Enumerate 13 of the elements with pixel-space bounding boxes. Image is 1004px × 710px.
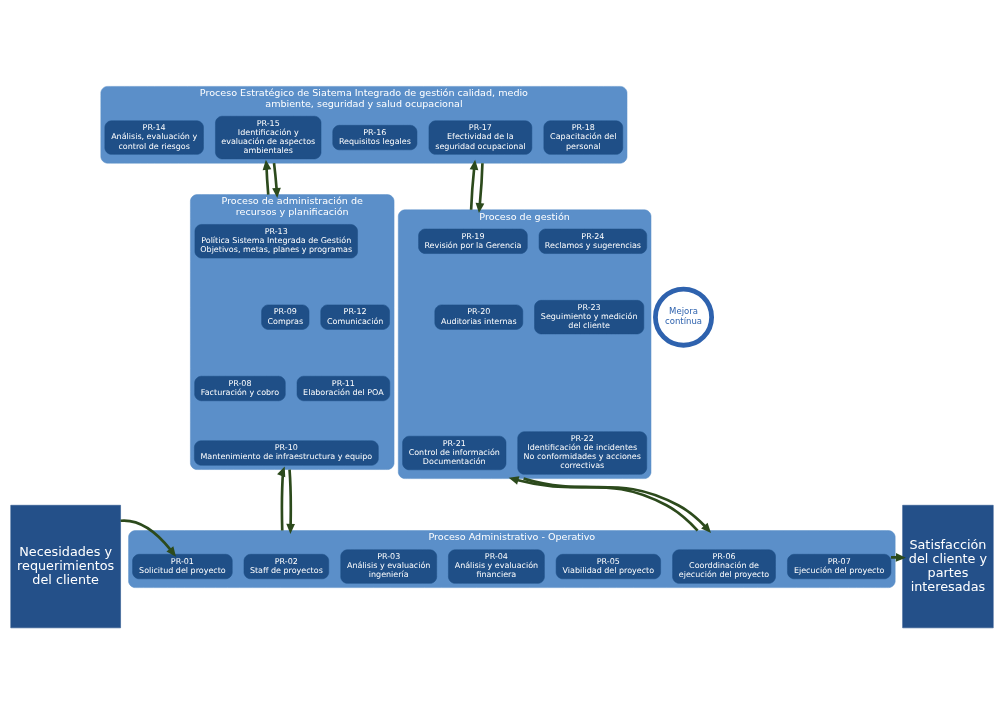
node-box: Necesidades y requerimientos del cliente	[10, 505, 121, 629]
node-box: Satisfacción del cliente y partes interesadas	[902, 505, 994, 629]
arrow	[891, 553, 906, 562]
arrow	[469, 159, 479, 210]
arrow	[120, 519, 176, 557]
arrow	[262, 159, 272, 195]
arrow	[286, 469, 295, 534]
node-circle: Mejora contínua	[653, 286, 714, 348]
arrow	[272, 163, 281, 198]
arrow	[475, 163, 485, 214]
arrow	[508, 476, 699, 532]
arrow	[277, 466, 286, 531]
arrow	[523, 477, 712, 534]
